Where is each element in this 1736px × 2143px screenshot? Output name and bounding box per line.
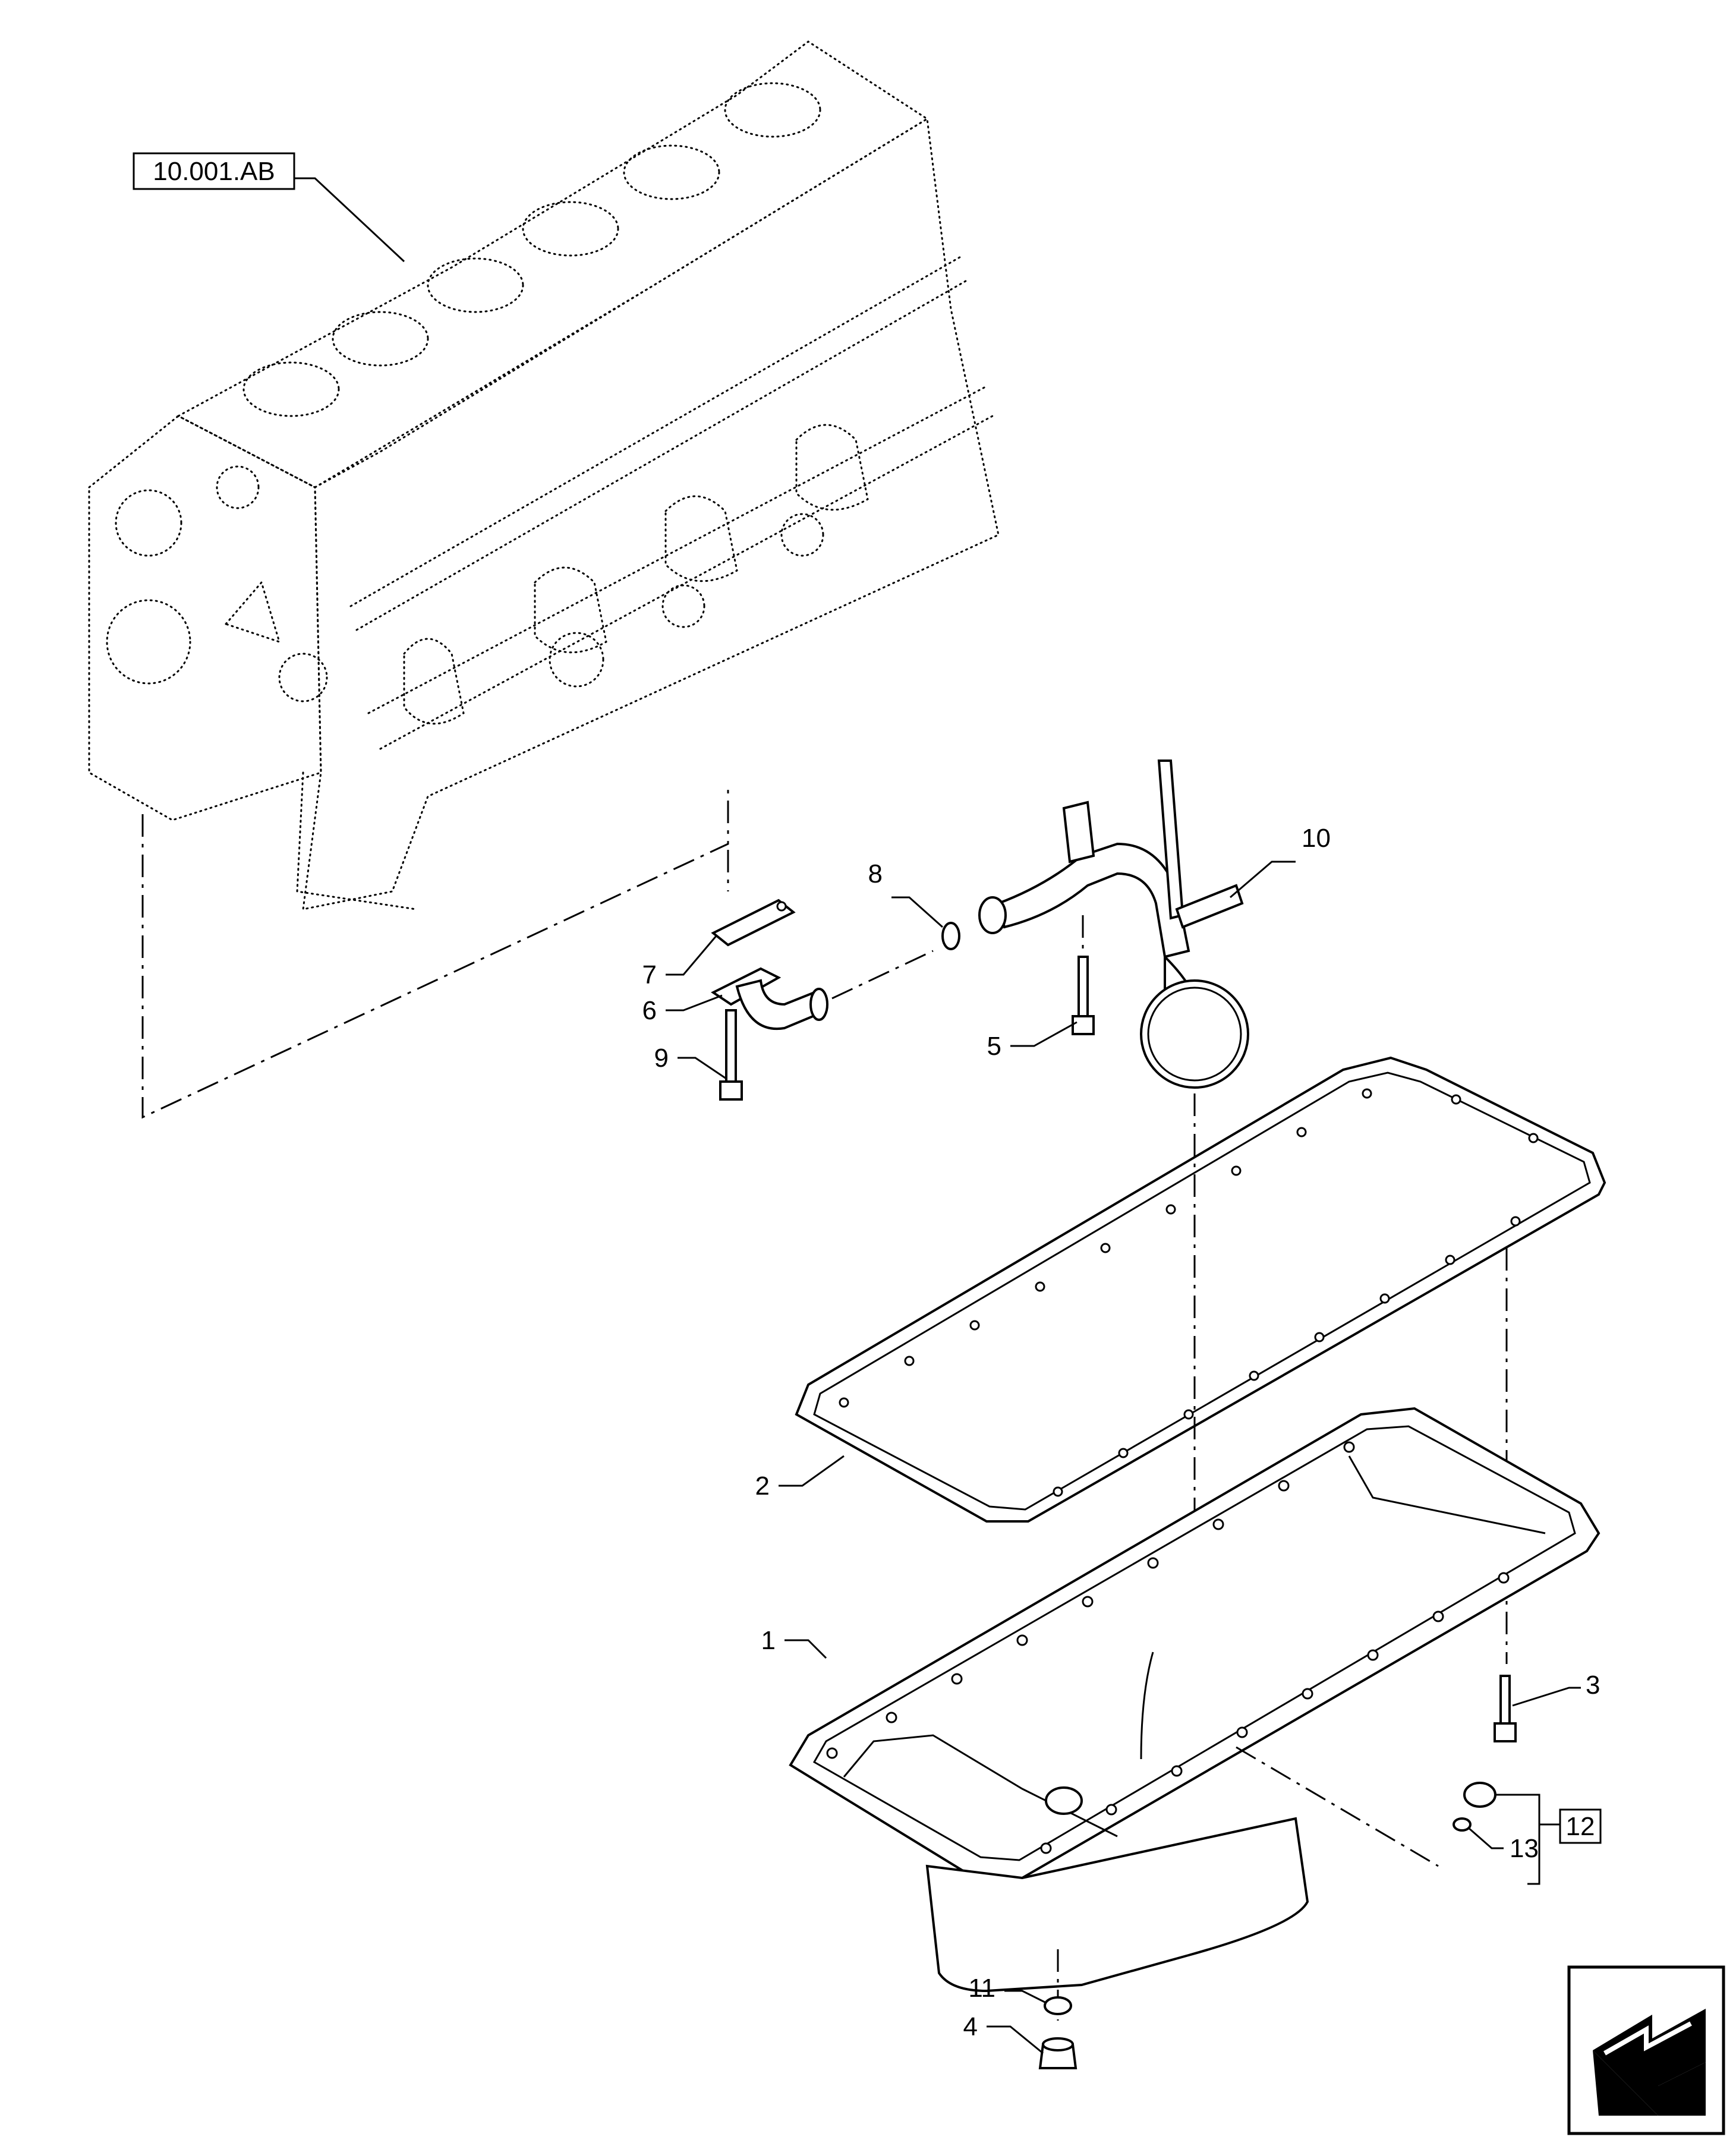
callout-8: 8 xyxy=(868,859,883,888)
part-5-bolt xyxy=(1072,956,1095,1035)
reference-label: 10.001.AB xyxy=(153,157,275,186)
part-4-drain-plug xyxy=(1038,2037,1077,2069)
part-9-bolt xyxy=(719,1009,743,1101)
front-direction-arrow-icon[interactable] xyxy=(1567,1965,1725,2135)
part-12-plug xyxy=(1463,1782,1496,1808)
engine-block xyxy=(88,40,1000,910)
part-2-gasket xyxy=(795,1056,1606,1523)
callout-1: 1 xyxy=(761,1626,776,1655)
callout-9: 9 xyxy=(654,1044,669,1073)
part-13-o-ring xyxy=(1453,1817,1472,1832)
callout-6: 6 xyxy=(642,996,657,1025)
callout-5: 5 xyxy=(987,1032,1001,1061)
part-6-elbow xyxy=(711,967,828,1030)
part-7-gasket xyxy=(711,899,796,947)
callout-10: 10 xyxy=(1302,824,1331,853)
callout-12-box: 12 xyxy=(1539,1808,1602,1844)
callout-4: 4 xyxy=(963,2012,978,2041)
callout-13: 13 xyxy=(1510,1834,1539,1863)
part-11-washer xyxy=(1044,1996,1072,2015)
part-3-bolt xyxy=(1494,1675,1517,1742)
reference-link-10-001-ab[interactable]: 10.001.AB xyxy=(133,152,405,263)
part-10-suction-pipe xyxy=(978,759,1249,1089)
callout-2: 2 xyxy=(755,1471,770,1501)
callout-7: 7 xyxy=(642,960,657,989)
callout-12: 12 xyxy=(1566,1812,1595,1841)
part-1-oil-pan xyxy=(789,1407,1600,1993)
part-8-o-ring xyxy=(941,922,960,950)
callout-11: 11 xyxy=(968,1974,995,2003)
callout-3: 3 xyxy=(1586,1671,1600,1700)
